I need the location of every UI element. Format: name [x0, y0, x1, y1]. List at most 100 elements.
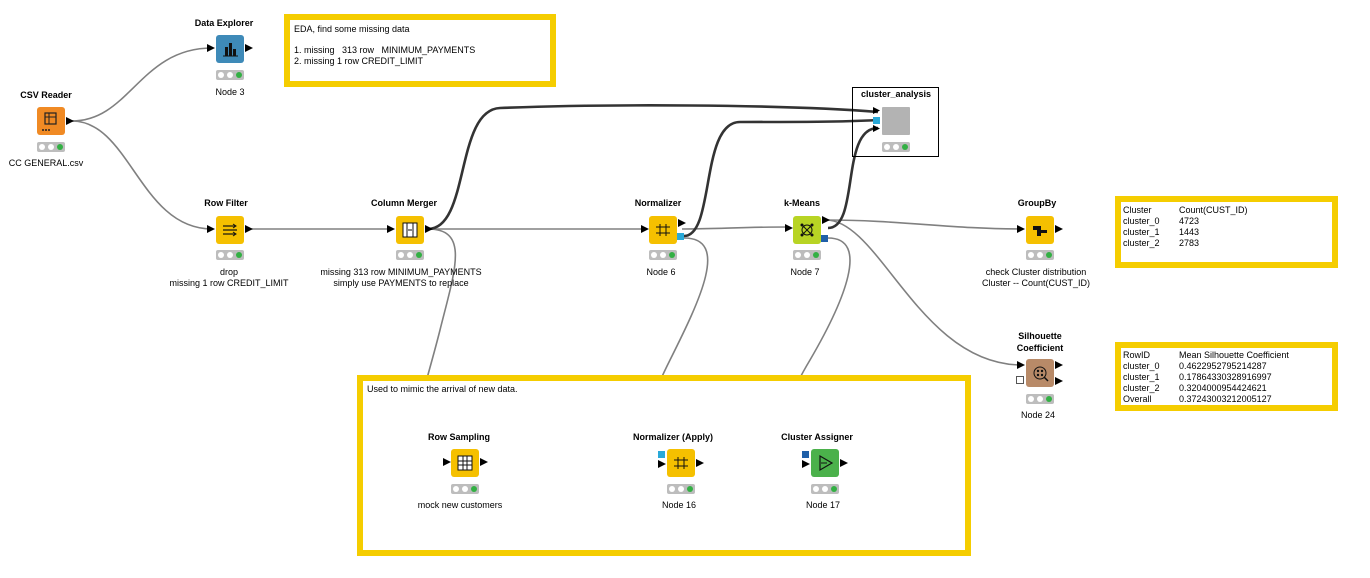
optional-port-icon[interactable] [1016, 376, 1024, 384]
table-cell: 0.3204000954424621 [1179, 383, 1267, 393]
node-label[interactable]: Node 17 [805, 500, 841, 510]
output-port-icon[interactable] [425, 225, 433, 233]
eda-annotation[interactable]: EDA, find some missing data 1. missing 3… [284, 14, 556, 87]
table-import-icon[interactable] [37, 107, 65, 135]
table-row: cluster_0 4723 [1123, 216, 1248, 227]
table-cell: cluster_1 [1123, 372, 1160, 382]
model-port-icon[interactable] [658, 451, 665, 458]
model-port-icon[interactable] [802, 451, 809, 458]
input-port-icon[interactable] [785, 224, 793, 232]
input-port-icon[interactable] [641, 225, 649, 233]
model-port-icon[interactable] [821, 235, 828, 242]
status-indicator [451, 484, 479, 494]
normalize-icon[interactable] [649, 216, 677, 244]
node-label[interactable]: Node 24 [1020, 410, 1056, 420]
input-port-icon[interactable] [443, 458, 451, 466]
status-indicator [1026, 250, 1054, 260]
model-port-icon[interactable] [873, 117, 880, 124]
node-title: Normalizer (Apply) [632, 432, 713, 442]
output-port-icon[interactable] [245, 225, 253, 233]
input-port-icon[interactable] [802, 460, 810, 468]
output-port-icon[interactable] [822, 216, 830, 224]
output-port-icon[interactable] [1055, 377, 1063, 385]
wire-kmeans-analysis[interactable] [827, 126, 879, 230]
output-port-icon[interactable] [66, 117, 74, 125]
node-title: Row Filter [204, 198, 248, 208]
wire-normalizer-analysis[interactable] [683, 118, 879, 238]
input-port-icon[interactable] [207, 225, 215, 233]
input-port-icon[interactable] [207, 44, 215, 52]
wire-merger-analysis[interactable] [427, 104, 879, 231]
node-label[interactable]: mock new customers [417, 500, 503, 510]
status-indicator [882, 142, 910, 152]
table-cell: 4723 [1179, 216, 1200, 226]
predictor-icon[interactable] [811, 449, 839, 477]
node-title: Silhouette Coefficient [1016, 331, 1064, 353]
output-port-icon[interactable] [245, 44, 253, 52]
groupby-header-count: Count(CUST_ID) [1179, 205, 1248, 215]
filter-icon[interactable] [216, 216, 244, 244]
metanode-icon[interactable] [882, 107, 910, 135]
wire-kmeans-groupby[interactable] [825, 219, 1023, 230]
silhouette-result-table: RowID Mean Silhouette Coefficient cluster… [1123, 350, 1289, 405]
node-label[interactable]: Node 3 [215, 87, 245, 97]
table-cell: 1443 [1179, 227, 1200, 237]
node-label[interactable]: check Cluster distribution Cluster -- Co… [981, 267, 1091, 288]
output-port-icon[interactable] [696, 459, 704, 467]
node-title: Column Merger [370, 198, 437, 208]
node-label[interactable]: Node 7 [790, 267, 820, 277]
wire-csv-rowfilter[interactable] [71, 120, 213, 230]
wire-normalizer-kmeans[interactable] [681, 226, 789, 230]
wire-kmeans-silhouette[interactable] [825, 219, 1023, 366]
output-port-icon[interactable] [480, 458, 488, 466]
model-port-icon[interactable] [677, 233, 684, 240]
silhouette-icon[interactable] [1026, 359, 1054, 387]
node-title: Row Sampling [427, 432, 490, 442]
silhouette-header-mean: Mean Silhouette Coefficient [1179, 350, 1289, 360]
node-label[interactable]: drop missing 1 row CREDIT_LIMIT [169, 267, 289, 288]
node-title: Data Explorer [194, 18, 254, 28]
sampling-icon[interactable] [451, 449, 479, 477]
output-port-icon[interactable] [1055, 225, 1063, 233]
node-label[interactable]: Node 6 [646, 267, 676, 277]
table-cell: cluster_2 [1123, 238, 1160, 248]
silhouette-header-rowid: RowID [1123, 350, 1151, 360]
input-port-icon[interactable] [873, 125, 880, 132]
node-title: Normalizer [634, 198, 682, 208]
input-port-icon[interactable] [387, 225, 395, 233]
status-indicator [649, 250, 677, 260]
status-indicator [793, 250, 821, 260]
groupby-icon[interactable] [1026, 216, 1054, 244]
input-port-icon[interactable] [658, 460, 666, 468]
bar-chart-icon[interactable] [216, 35, 244, 63]
input-port-icon[interactable] [873, 107, 880, 114]
input-port-icon[interactable] [1017, 361, 1025, 369]
new-data-text: Used to mimic the arrival of new data. [367, 384, 518, 394]
table-cell: Overall [1123, 394, 1152, 404]
normalize-icon[interactable] [667, 449, 695, 477]
status-indicator [37, 142, 65, 152]
status-indicator [667, 484, 695, 494]
node-label[interactable]: CC GENERAL.csv [8, 158, 84, 168]
input-port-icon[interactable] [1017, 225, 1025, 233]
output-port-icon[interactable] [840, 459, 848, 467]
output-port-icon[interactable] [678, 219, 686, 227]
eda-line-2: 1. missing 313 row MINIMUM_PAYMENTS [294, 45, 476, 55]
silhouette-result-annotation[interactable]: RowID Mean Silhouette Coefficient cluster… [1115, 342, 1338, 411]
node-label[interactable]: Node 16 [661, 500, 697, 510]
table-cell: 0.37243003212005127 [1179, 394, 1272, 404]
node-title: k-Means [783, 198, 820, 208]
node-title: Cluster Assigner [781, 432, 853, 442]
cluster-icon[interactable] [793, 216, 821, 244]
table-cell: cluster_0 [1123, 361, 1160, 371]
merge-columns-icon[interactable] [396, 216, 424, 244]
node-label[interactable]: missing 313 row MINIMUM_PAYMENTS simply … [320, 267, 482, 288]
node-title: GroupBy [1017, 198, 1057, 208]
wire-csv-explorer[interactable] [71, 47, 213, 122]
table-cell: cluster_0 [1123, 216, 1160, 226]
output-port-icon[interactable] [1055, 361, 1063, 369]
table-cell: 0.4622952795214287 [1179, 361, 1267, 371]
